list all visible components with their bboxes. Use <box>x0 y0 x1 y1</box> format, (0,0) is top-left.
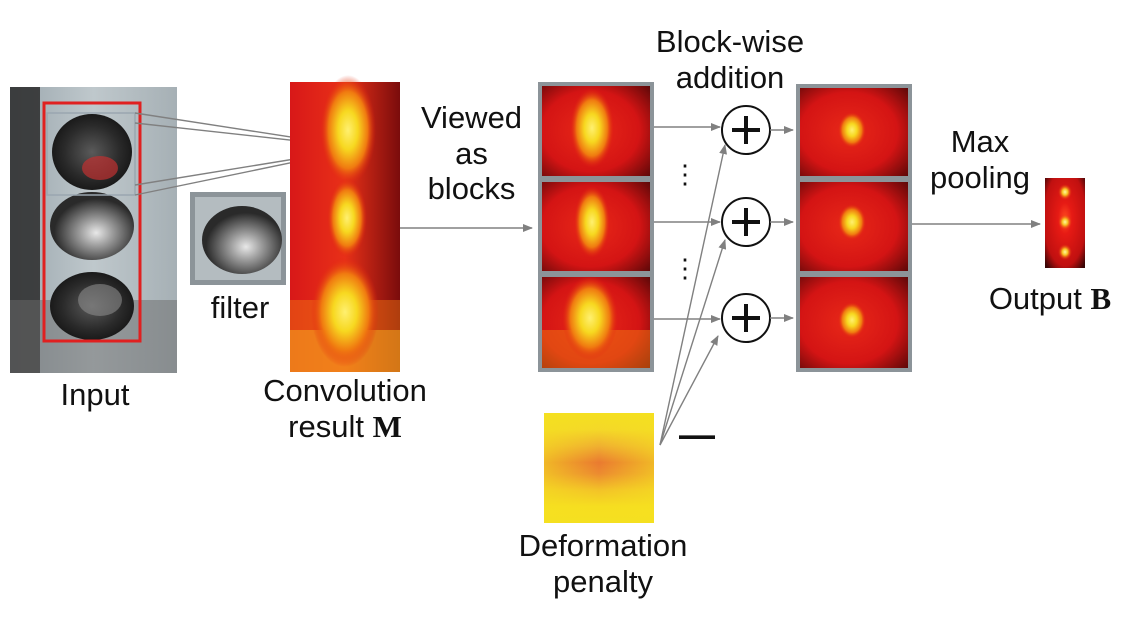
output-word: Output <box>988 281 1082 316</box>
block-2 <box>542 182 650 271</box>
plus-circle-1 <box>721 105 771 155</box>
input-image <box>10 87 177 373</box>
vertical-dots-2: ⋮ <box>672 253 698 283</box>
deformation-line2: penalty <box>553 563 653 599</box>
convolution-heatmap <box>290 75 400 372</box>
output-label: Output B <box>970 281 1130 317</box>
max-pooling-line1: Max <box>950 124 1010 159</box>
convolution-label-line1: Convolution <box>263 373 427 408</box>
penalty-to-plus-arrows <box>659 144 728 446</box>
minus-sign: — <box>679 414 715 455</box>
summed-block-3 <box>800 277 908 368</box>
plus-operators <box>721 105 771 343</box>
max-pooling-label: Max pooling <box>910 124 1050 195</box>
block-to-plus-arrows <box>654 123 721 323</box>
block-3 <box>542 276 650 368</box>
blockwise-addition-label: Block-wise addition <box>635 24 825 95</box>
plus-circle-3 <box>721 293 771 343</box>
input-label: Input <box>60 377 130 412</box>
filter-image <box>190 192 286 285</box>
plus-circle-2 <box>721 197 771 247</box>
viewed-as-blocks-label: Viewed as blocks <box>404 100 539 207</box>
viewed-line3: blocks <box>427 171 516 207</box>
summed-block-column <box>796 84 912 372</box>
blockwise-line1: Block-wise <box>655 24 805 59</box>
convolution-symbol: M <box>372 408 402 444</box>
convolution-label: Convolution result M <box>240 373 450 444</box>
convolution-label-line2: result M <box>240 409 450 445</box>
block-1 <box>542 86 650 176</box>
viewed-line1: Viewed <box>420 100 523 135</box>
filter-window <box>46 112 136 196</box>
max-pooling-line2: pooling <box>930 159 1030 195</box>
deformation-penalty-map <box>544 413 654 523</box>
blockwise-line2: addition <box>675 59 785 95</box>
summed-block-2 <box>800 182 908 271</box>
convolution-result-word: result <box>288 408 364 444</box>
output-symbol: B <box>1090 281 1112 316</box>
plus-to-sum-arrows <box>770 126 794 322</box>
block-column <box>538 82 654 372</box>
viewed-line2: as <box>455 135 488 171</box>
deformation-line1: Deformation <box>518 528 688 563</box>
summed-block-1 <box>800 88 908 176</box>
detection-box <box>42 101 142 343</box>
deformation-penalty-label: Deformation penalty <box>498 528 708 599</box>
vertical-dots-1: ⋮ <box>672 159 698 189</box>
filter-label: filter <box>210 290 270 325</box>
output-map <box>1045 178 1085 268</box>
